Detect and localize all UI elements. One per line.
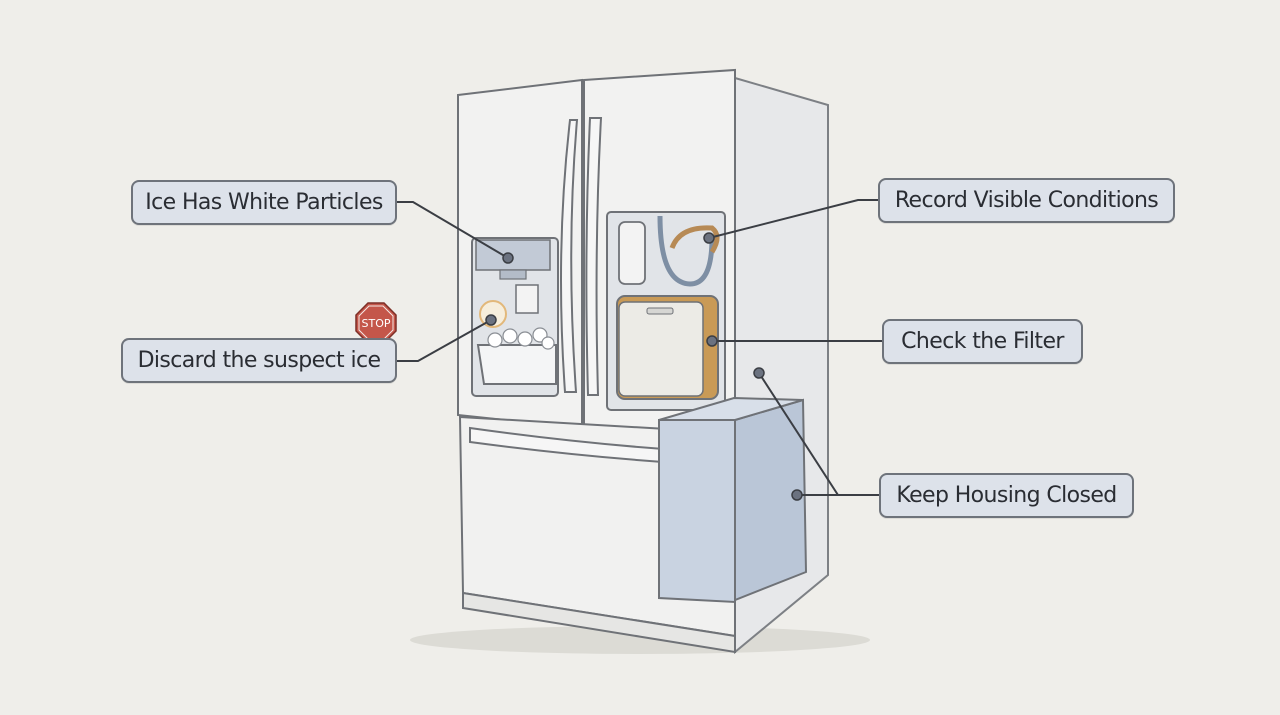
filter-housing-cover [618,301,704,397]
callout-check-filter: Check the Filter [882,319,1083,364]
ice-chute [475,239,551,271]
pointer-dot [502,252,514,264]
ice-cube [487,332,503,348]
filter-cover-latch [646,307,674,315]
pointer-dot [485,314,497,326]
stop-sign-text: STOP [362,317,391,330]
housing-panel-top [658,396,804,421]
fridge-base-kick [462,591,736,654]
pointer-dot [706,335,718,347]
pointer-dot [791,489,803,501]
callout-keep-housing-closed: Keep Housing Closed [879,473,1134,518]
pointer-dot [753,367,765,379]
ice-chute-lip [499,269,527,280]
leader-line [708,199,878,239]
callout-ice-particles: Ice Has White Particles [131,180,397,225]
leader-line [397,201,509,259]
right-door-handle [585,117,603,396]
housing-panel-front [658,419,736,604]
callout-discard-ice: Discard the suspect ice [121,338,397,383]
ice-tray [476,344,557,385]
leader-line [397,319,492,362]
water-tube [657,215,715,287]
water-filter-cartridge [618,221,646,285]
dispenser-lever [515,284,539,314]
stop-sign-icon: STOP [355,302,397,344]
ice-cube [517,331,533,347]
ice-cube [541,336,555,350]
copper-supply-line [669,225,720,254]
callout-record-conditions: Record Visible Conditions [878,178,1175,223]
left-door-handle [560,119,579,393]
pointer-dot [703,232,715,244]
ice-cube [502,328,518,344]
